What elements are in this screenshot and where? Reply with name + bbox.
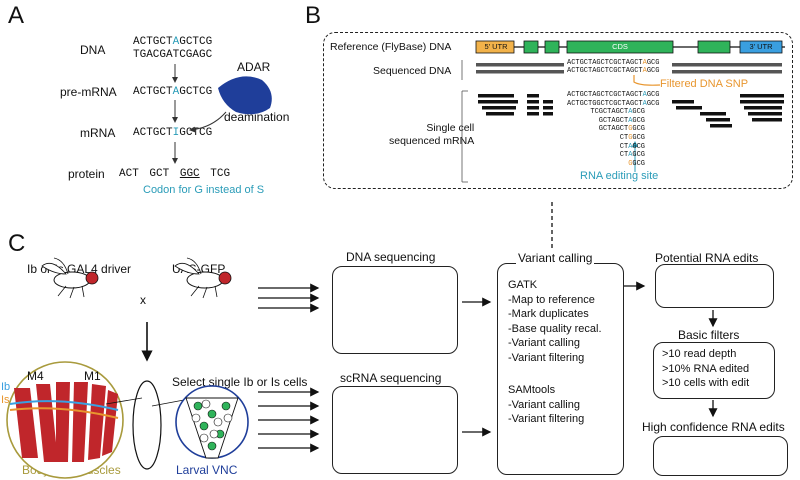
- panel-b-graphics: [461, 40, 785, 183]
- protein-codons: ACT GCT GGC TCG: [119, 168, 231, 180]
- fly-reporter-illustration: [174, 257, 232, 299]
- scrna-sequencing-title: scRNA sequencing: [338, 371, 444, 385]
- snp-label: Filtered DNA SNP: [660, 78, 749, 90]
- exon-4: [697, 40, 731, 54]
- potential-edits-title: Potential RNA edits: [655, 251, 759, 265]
- cds-label: CDS: [612, 42, 628, 51]
- ib-label: Ib: [1, 381, 10, 393]
- scrna-sequencing-box: [332, 386, 458, 474]
- filters-list: >10 read depth >10% RNA edited >10 cells…: [662, 347, 749, 391]
- larval-vnc-illustration: [175, 385, 249, 459]
- editing-site-label: RNA editing site: [580, 170, 659, 182]
- panel-a-graphics: [172, 64, 272, 164]
- dna-row-label: DNA: [80, 43, 106, 57]
- reference-label: Reference (FlyBase) DNA: [330, 41, 452, 53]
- pre-mrna-row-label: pre-mRNA: [60, 85, 117, 99]
- dna-sequencing-title: DNA sequencing: [344, 250, 438, 264]
- fly-driver-illustration: [41, 257, 99, 299]
- utr5-box: [475, 40, 515, 54]
- pre-mrna-sequence: ACTGCTAGCTCG: [133, 86, 213, 98]
- utr3-box: [739, 40, 783, 54]
- select-cells-label: Select single Ib or Is cells: [172, 375, 308, 389]
- basic-filters-box: [653, 342, 775, 399]
- dna-top-strand: ACTGCTAGCTCG: [133, 36, 213, 48]
- sequenced-dna-label: Sequenced DNA: [373, 65, 452, 77]
- panel-c-letter: C: [8, 230, 26, 257]
- samtools-step: -Variant calling: [508, 398, 580, 411]
- basic-filters-title: Basic filters: [678, 328, 740, 342]
- exon-2: [544, 40, 560, 54]
- utr3-label: 3' UTR: [749, 42, 773, 51]
- mrna-row-label: mRNA: [80, 126, 116, 140]
- high-confidence-title: High confidence RNA edits: [642, 420, 785, 434]
- gatk-step: -Map to reference: [508, 293, 595, 306]
- gatk-title: GATK: [508, 279, 538, 291]
- gatk-step: -Base quality recal.: [508, 322, 602, 335]
- body-wall-muscles-illustration: [6, 361, 124, 479]
- panel-b-frame: [323, 32, 793, 189]
- vnc-label: Larval VNC: [176, 463, 238, 477]
- variant-calling-title: Variant calling: [516, 251, 595, 265]
- rna-read-sequences: ACTGCTAGCTCGCTAGCTAGCG ACTGCTGGCTCGCTAGC…: [567, 91, 660, 168]
- codon-note: Codon for G instead of S: [143, 184, 265, 196]
- filter-item: >10% RNA edited: [662, 362, 750, 375]
- dna-read-sequences: ACTGCTAGCTCGCTAGCTAGCG ACTGCTAGCTCGCTAGC…: [567, 59, 660, 75]
- protein-row-label: protein: [68, 167, 105, 181]
- gatk-section: GATK -Map to reference -Mark duplicates …: [508, 278, 602, 365]
- gatk-step: -Mark duplicates: [508, 308, 589, 320]
- is-label: Is: [1, 394, 10, 406]
- gatk-step: -Variant filtering: [508, 351, 585, 364]
- samtools-step: -Variant filtering: [508, 413, 585, 425]
- deamination-label: deamination: [224, 110, 290, 124]
- mrna-sequence: ACTGCTIGCTCG: [133, 127, 213, 139]
- deamination-arrow: [189, 111, 227, 133]
- utr5-label: 5' UTR: [484, 42, 508, 51]
- panel-a-letter: A: [8, 2, 25, 29]
- muscle-label-m1: M1: [84, 369, 101, 383]
- dna-sequencing-box: [332, 266, 458, 354]
- variant-calling-box: [497, 263, 624, 475]
- adar-enzyme-shape: [218, 76, 272, 115]
- potential-edits-box: [655, 264, 774, 308]
- cross-symbol: x: [140, 293, 146, 307]
- samtools-title: SAMtools: [508, 384, 556, 396]
- samtools-section: SAMtools -Variant calling -Variant filte…: [508, 383, 584, 427]
- gatk-step: -Variant calling: [508, 337, 580, 349]
- snp-pointer: [633, 75, 661, 86]
- panel-b-letter: B: [305, 2, 322, 29]
- dna-sequence: ACTGCTAGCTCG TGACGATCGAGC: [133, 36, 212, 62]
- filter-item: >10 read depth: [662, 348, 737, 360]
- exon-1: [523, 40, 539, 54]
- cds-box: [566, 40, 674, 54]
- adar-label: ADAR: [237, 60, 271, 74]
- muscle-label-m4: M4: [27, 369, 44, 383]
- larva-outline: [132, 380, 162, 470]
- dna-bottom-strand: TGACGATCGAGC: [133, 49, 213, 61]
- filter-item: >10 cells with edit: [662, 377, 750, 389]
- high-confidence-box: [653, 436, 788, 476]
